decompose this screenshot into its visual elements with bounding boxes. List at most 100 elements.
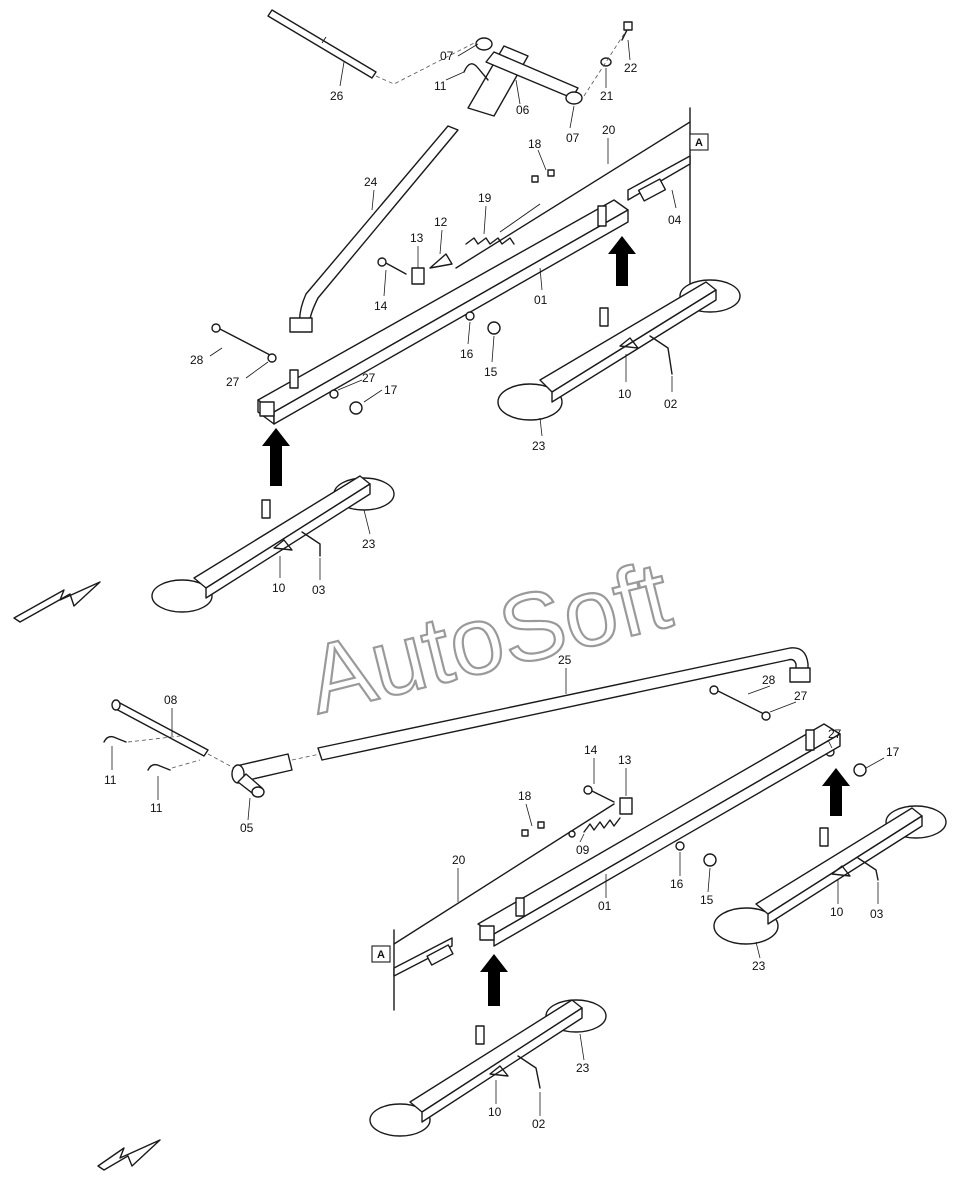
part-21-washer	[600, 57, 612, 67]
part-18-nut-b	[547, 169, 555, 177]
callout-label: 10	[830, 905, 844, 919]
reference-mark-a-lower: A	[377, 949, 385, 961]
callout-label: 23	[752, 959, 766, 973]
callout-label: 20	[452, 853, 466, 867]
part-23-runner-upper-left	[151, 475, 395, 613]
part-01-frame	[257, 199, 629, 425]
callout-label: 02	[664, 397, 678, 411]
part-25-handle-bar	[317, 647, 811, 761]
callout-label: 11	[150, 801, 163, 815]
callout-label: 26	[330, 89, 344, 103]
part-27-washer-c	[761, 711, 771, 721]
callout-label: 23	[576, 1061, 590, 1075]
callout-label: 01	[598, 899, 612, 913]
callout-label: 20	[602, 123, 616, 137]
callout-label: 07	[440, 49, 454, 63]
arrow-up-icon	[480, 954, 508, 1006]
callout-label: 27	[362, 371, 376, 385]
part-12-shackle	[429, 253, 453, 269]
part-13-plate	[411, 267, 425, 285]
part-18-nut-a	[531, 175, 539, 183]
part-22-bolt	[621, 21, 633, 41]
callout-label: 13	[618, 753, 632, 767]
reference-mark-a-upper: A	[695, 137, 703, 149]
callout-label: 09	[576, 843, 590, 857]
part-10-clip-b	[273, 539, 293, 551]
arrow-up-icon	[608, 236, 636, 286]
reference-bracket-lower	[393, 937, 454, 977]
callout-label: 16	[670, 877, 684, 891]
callout-label: 28	[762, 673, 776, 687]
callout-label: 17	[886, 745, 900, 759]
part-28-bolt-lower	[709, 685, 765, 715]
part-27-washer-b	[329, 389, 339, 399]
arrow-down-left-icon	[13, 581, 101, 623]
callout-label: 13	[410, 231, 424, 245]
part-03-pin-b	[857, 857, 879, 881]
arrow-up-icon	[822, 768, 850, 816]
part-17-nut	[349, 401, 363, 415]
callout-label: 12	[434, 215, 448, 229]
callout-label: 27	[226, 375, 240, 389]
reference-box-a-upper	[689, 133, 709, 151]
callout-label: 22	[624, 61, 638, 75]
callout-label: 15	[484, 365, 498, 379]
part-11-clip	[463, 63, 489, 81]
part-19-spring	[465, 237, 515, 245]
part-26-rod	[267, 9, 377, 79]
part-11-clip-c	[103, 735, 127, 743]
part-23-runner-lower-left	[369, 999, 607, 1137]
part-18-nut-c	[521, 829, 529, 837]
callout-label: 16	[460, 347, 474, 361]
callout-label: 03	[312, 583, 326, 597]
part-01-frame-lower	[477, 723, 841, 947]
part-16-washer	[465, 311, 475, 321]
part-24-handle-bar	[289, 125, 459, 333]
callout-label: 05	[240, 821, 254, 835]
callout-label: 10	[488, 1105, 502, 1119]
part-20-rod	[455, 121, 691, 269]
callout-label: 25	[558, 653, 572, 667]
callout-label: 23	[362, 537, 376, 551]
part-11-clip-d	[147, 763, 171, 771]
part-23-runner-lower-right	[713, 805, 947, 945]
part-02-pin-a	[649, 335, 673, 375]
part-08-rod	[111, 699, 209, 757]
callout-label: 18	[528, 137, 542, 151]
part-03-pin-a	[301, 531, 321, 557]
part-15-nut	[487, 321, 501, 335]
callout-label: 02	[532, 1117, 546, 1131]
callout-label: 10	[618, 387, 632, 401]
part-18-nut-d	[537, 821, 545, 829]
part-14-bolt	[377, 257, 407, 275]
callout-label: 17	[384, 383, 398, 397]
part-23-runner-upper-right	[497, 279, 741, 421]
callout-label: 04	[668, 213, 682, 227]
callout-label: 11	[104, 773, 117, 787]
callout-label: 11	[434, 79, 447, 93]
callout-label: 23	[532, 439, 546, 453]
watermark: AutoSoft	[297, 541, 680, 734]
callout-label: 18	[518, 789, 532, 803]
callout-label: 01	[534, 293, 548, 307]
part-16-washer-lower	[675, 841, 685, 851]
callout-label: 10	[272, 581, 286, 595]
part-27-washer-a	[267, 353, 277, 363]
part-02-pin-b	[517, 1055, 541, 1089]
callout-label: 14	[374, 299, 388, 313]
part-28-bolt	[211, 323, 273, 357]
callout-label: 14	[584, 743, 598, 757]
callout-label: 06	[516, 103, 530, 117]
reference-box-a-lower	[371, 945, 391, 963]
arrow-down-left-icon	[97, 1139, 161, 1171]
part-06-t-handle	[467, 37, 583, 117]
arrow-up-icon	[262, 428, 290, 486]
part-04-bracket	[627, 155, 691, 202]
callout-label: 03	[870, 907, 884, 921]
part-17-nut-lower	[853, 763, 867, 777]
callout-label: 15	[700, 893, 714, 907]
callout-label: 27	[828, 727, 842, 741]
callout-label: 24	[364, 175, 378, 189]
part-13-plate-lower	[619, 797, 633, 815]
